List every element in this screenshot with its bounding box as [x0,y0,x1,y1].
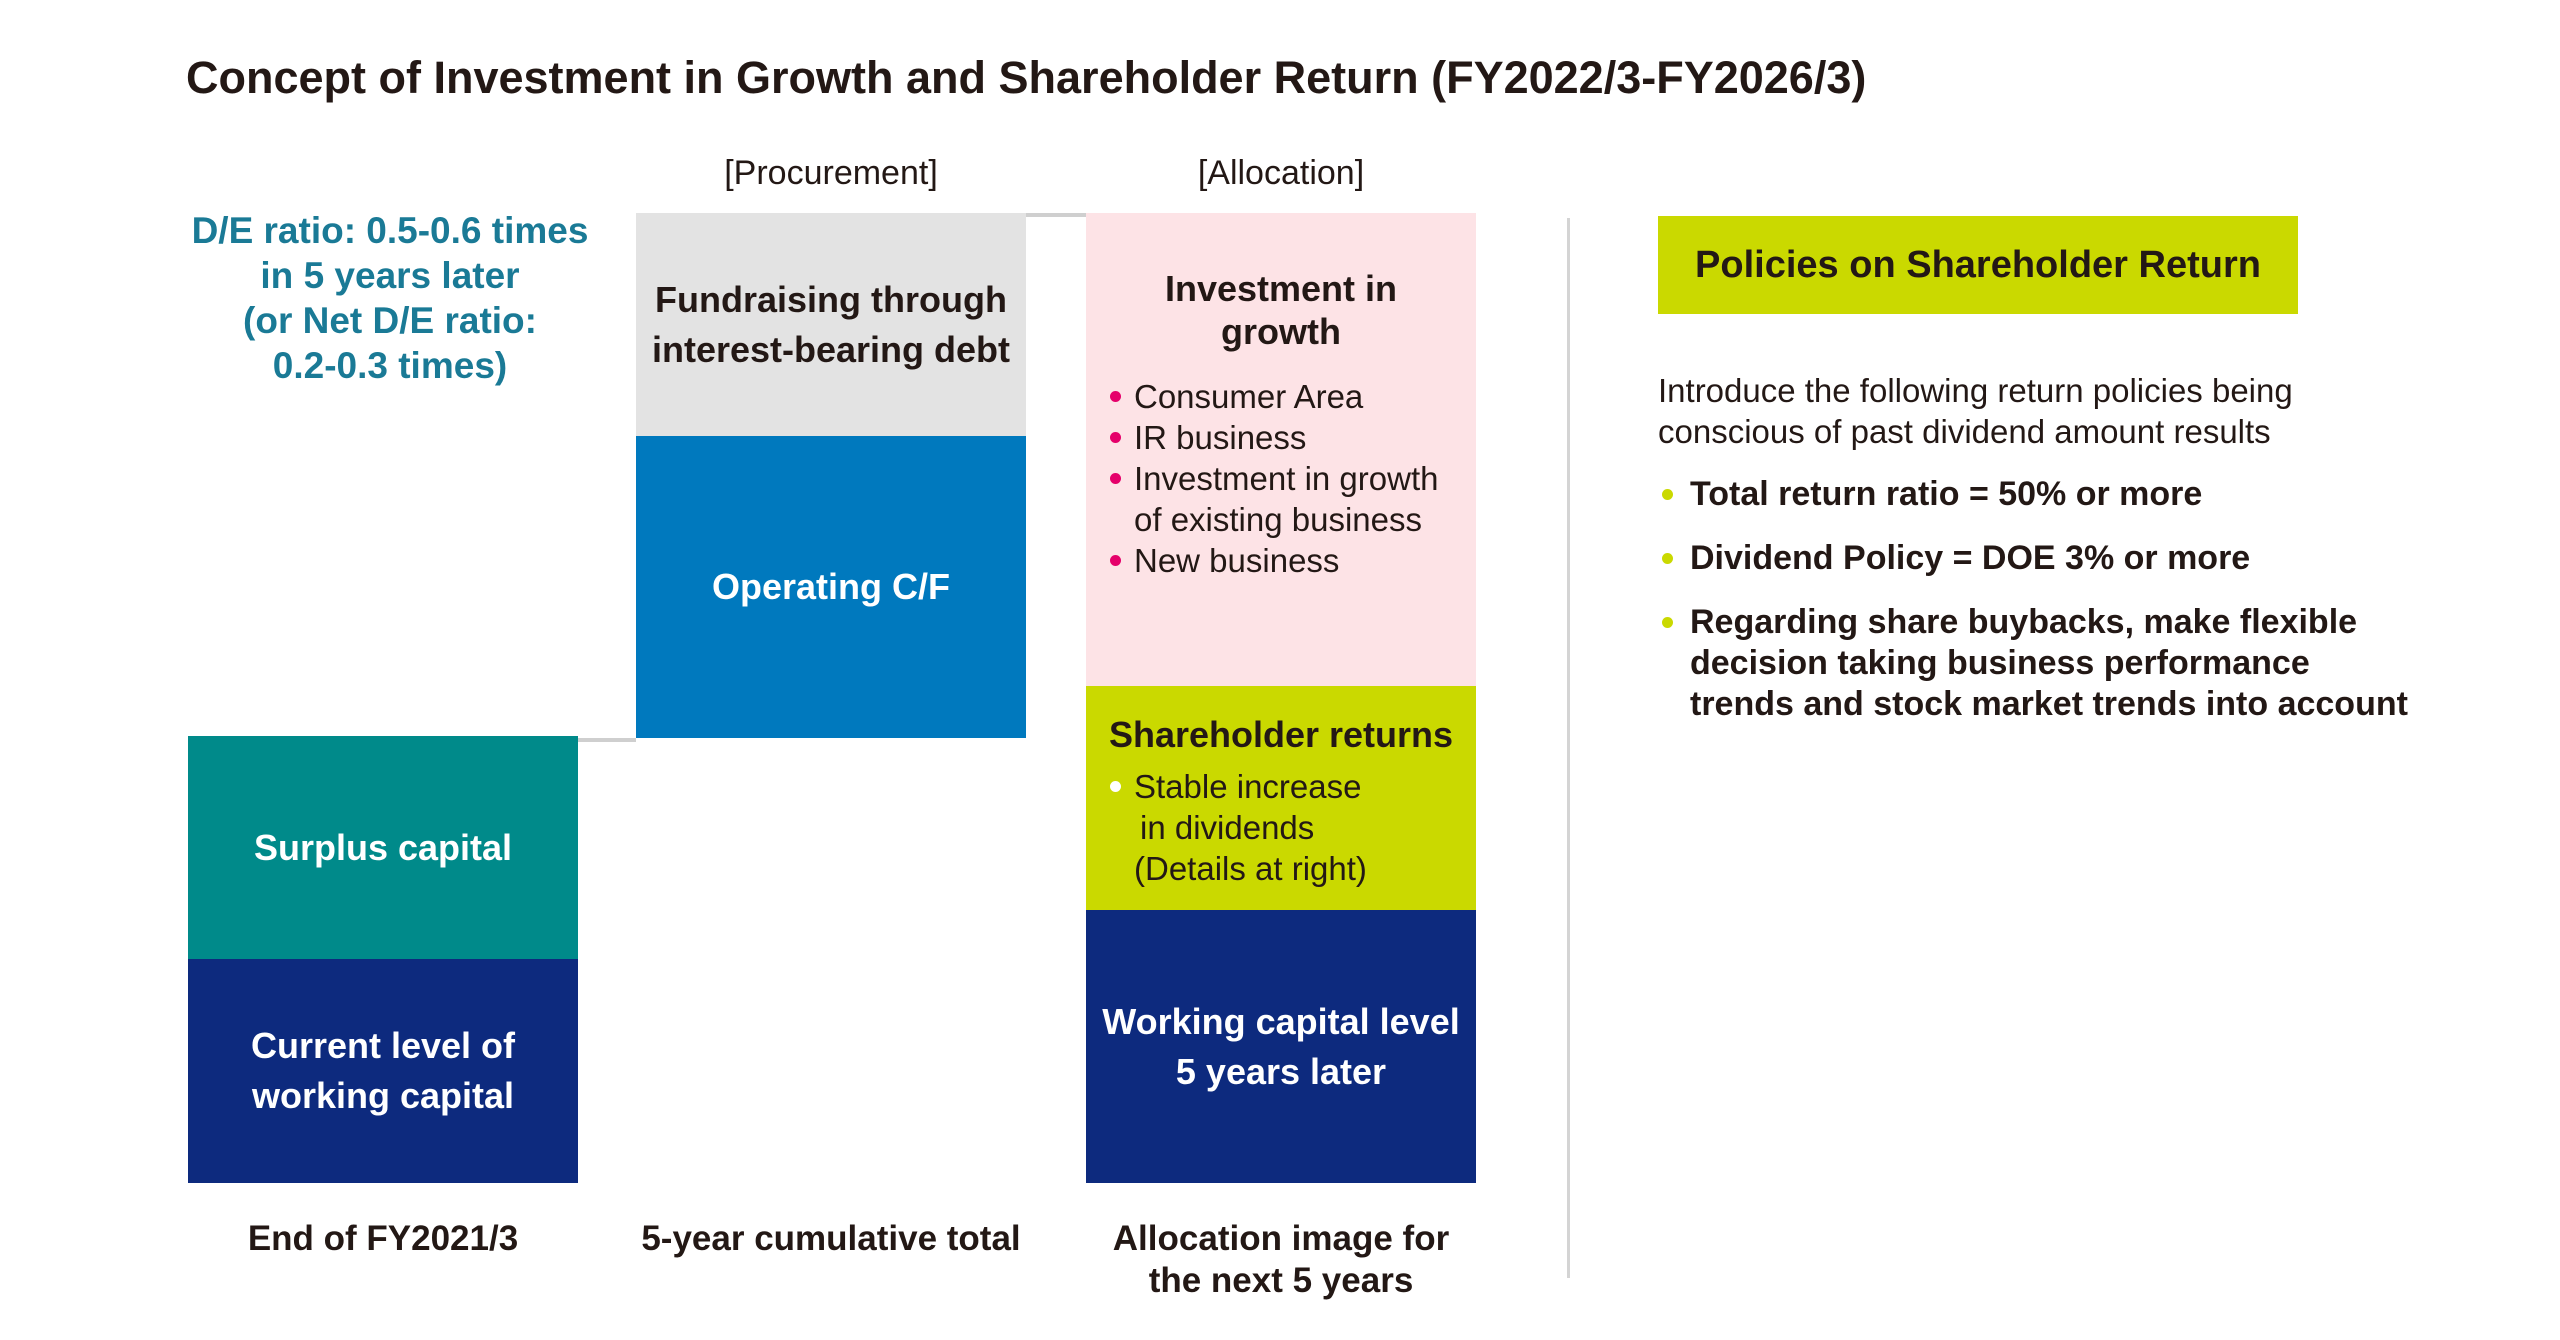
bullet-dot-icon [1662,553,1673,564]
de-ratio-line: in 5 years later [260,255,520,296]
bullet-dot-icon [1662,617,1673,628]
bullet-dot-icon [1110,391,1121,402]
de-ratio-line: 0.2-0.3 times) [272,345,508,386]
policies-intro: Introduce the following return policies … [1658,370,2438,452]
policy-line: trends and stock market trends into acco… [1690,685,2408,723]
bullet-dot-icon [1110,781,1121,792]
shareholder-returns-title: Shareholder returns [1108,714,1454,755]
working-capital-label: Current level of [250,1025,516,1066]
policy-line: Regarding share buybacks, make flexible [1690,603,2358,641]
bullet-text: New business [1134,542,1340,579]
axis-label-cumulative: 5-year cumulative total [641,1219,1021,1258]
debt-label: interest-bearing debt [651,328,1011,370]
future-working-capital-block: Working capital level 5 years later [1086,910,1476,1183]
bullet-text: (Details at right) [1134,850,1367,887]
list-item: (Details at right) [1106,848,1466,889]
list-item: in dividends [1106,807,1466,848]
shareholder-returns-block: Shareholder returns Stable increase in d… [1086,686,1476,910]
surplus-capital-label: Surplus capital [253,826,513,868]
growth-title-line: Investment in [1164,268,1398,309]
policies-list: Total return ratio = 50% or more Dividen… [1658,474,2458,748]
intro-line: Introduce the following return policies … [1658,372,2293,409]
bullet-text: Stable increase [1134,768,1362,805]
bullet-text: of existing business [1134,501,1422,538]
axis-label-line: Allocation image for [1112,1219,1450,1258]
debt-label: Fundraising through [655,278,1007,320]
vertical-divider [1567,218,1570,1278]
surplus-capital-block: Surplus capital [188,736,578,959]
investment-growth-block: Investment in growth Consumer Area IR bu… [1086,213,1476,686]
investment-growth-title: Investment in growth [1086,267,1476,353]
policy-line: Dividend Policy = DOE 3% or more [1690,539,2251,577]
list-item: Consumer Area [1106,376,1466,417]
current-working-capital-block: Current level of working capital [188,959,578,1183]
bullet-dot-icon [1110,432,1121,443]
bullet-dot-icon [1110,473,1121,484]
growth-bullet-list: Consumer Area IR business Investment in … [1106,376,1466,581]
future-working-capital-label: Working capital level [1102,1000,1460,1042]
list-item: of existing business [1106,499,1466,540]
policy-line: decision taking business performance [1690,644,2310,682]
connector-line [578,738,636,742]
bullet-text: in dividends [1140,809,1315,846]
de-ratio-line: D/E ratio: 0.5-0.6 times [191,210,589,251]
operating-cf-label: Operating C/F [711,566,950,607]
de-ratio-note: D/E ratio: 0.5-0.6 times in 5 years late… [150,208,630,388]
list-item: New business [1106,540,1466,581]
list-item: IR business [1106,417,1466,458]
growth-title-line: growth [1221,311,1341,352]
future-working-capital-label: 5 years later [1175,1050,1387,1092]
procurement-header: [Procurement] [724,154,938,192]
operating-cf-block: Operating C/F [636,436,1026,738]
bullet-text: Investment in growth [1134,460,1439,497]
list-item: Investment in growth [1106,458,1466,499]
policies-heading: Policies on Shareholder Return [1658,216,2298,314]
intro-line: conscious of past dividend amount result… [1658,413,2271,450]
bullet-dot-icon [1662,489,1673,500]
allocation-header: [Allocation] [1197,154,1365,192]
axis-label-end-fy2021: End of FY2021/3 [247,1219,519,1258]
page-title: Concept of Investment in Growth and Shar… [186,52,1867,103]
axis-label-line: the next 5 years [1148,1261,1414,1300]
working-capital-label: working capital [251,1075,515,1116]
de-ratio-line: (or Net D/E ratio: [243,300,537,341]
list-item: Stable increase [1106,766,1466,807]
policy-item: Dividend Policy = DOE 3% or more [1658,538,2458,579]
returns-bullet-list: Stable increase in dividends (Details at… [1106,766,1466,889]
bullet-text: Consumer Area [1134,378,1364,415]
bullet-text: IR business [1134,419,1307,456]
axis-label-allocation: Allocation image for the next 5 years [1046,1218,1516,1302]
connector-line [1026,213,1086,217]
policy-item: Regarding share buybacks, make flexible … [1658,602,2458,725]
policy-line: Total return ratio = 50% or more [1690,475,2203,513]
debt-fundraising-block: Fundraising through interest-bearing deb… [636,213,1026,436]
policy-item: Total return ratio = 50% or more [1658,474,2458,515]
bullet-dot-icon [1110,555,1121,566]
